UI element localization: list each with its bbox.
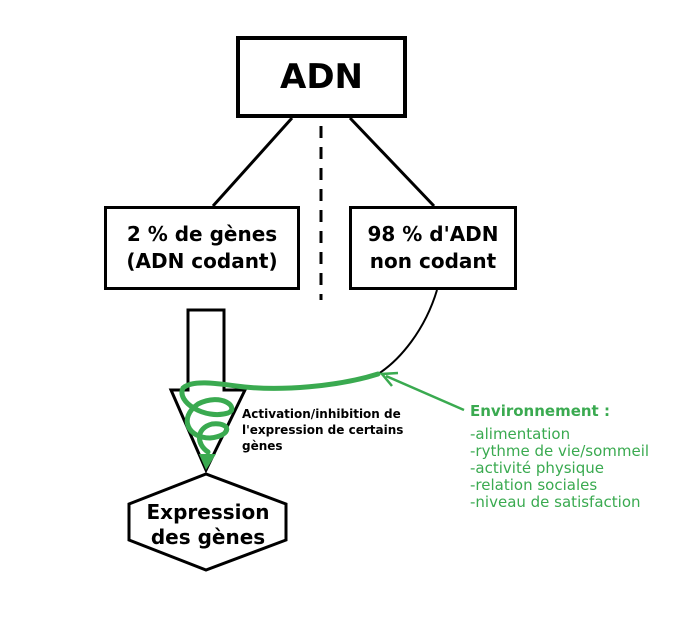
environment-title: Environnement : (470, 402, 610, 420)
coding-dna-line-1: 2 % de gènes (126, 222, 278, 246)
environment-item-satisfaction: -niveau de satisfaction (470, 493, 641, 511)
expression-hexagon (127, 472, 288, 572)
noncoding-influence-curve (377, 289, 438, 375)
regulation-line-2: l'expression de certains (242, 423, 404, 437)
environment-arrow-line (385, 374, 465, 412)
connector-adn-to-coding (211, 116, 294, 208)
connector-adn-to-noncoding (348, 116, 436, 208)
environment-item-activity: -activité physique (470, 459, 604, 477)
gene-expression-label: Expression des gènes (128, 500, 288, 550)
noncoding-dna-box: 98 % d'ADN non codant (349, 206, 517, 290)
regulation-line-1: Activation/inhibition de (242, 407, 401, 421)
gene-expression-line-2: des gènes (150, 525, 266, 549)
regulation-label: Activation/inhibition de l'expression de… (242, 406, 422, 454)
environment-item-social: -relation sociales (470, 476, 598, 494)
environment-arrow-head (379, 371, 399, 387)
coding-dna-line-2: (ADN codant) (126, 249, 278, 273)
noncoding-dna-line-2: non codant (369, 249, 497, 273)
gene-expression-line-1: Expression (146, 500, 270, 524)
green-arrow-head (199, 454, 216, 470)
adn-label: ADN (280, 57, 363, 97)
environment-item-sleep: -rythme de vie/sommeil (470, 442, 650, 460)
environment-item-food: -alimentation (470, 425, 571, 443)
regulation-line-3: gènes (242, 439, 283, 453)
green-regulation-loop (179, 371, 381, 455)
adn-box: ADN (236, 36, 407, 118)
coding-dna-box: 2 % de gènes (ADN codant) (104, 206, 300, 290)
environment-panel: Environnement : -alimentation -rythme de… (470, 402, 649, 511)
noncoding-dna-line-1: 98 % d'ADN (367, 222, 499, 246)
